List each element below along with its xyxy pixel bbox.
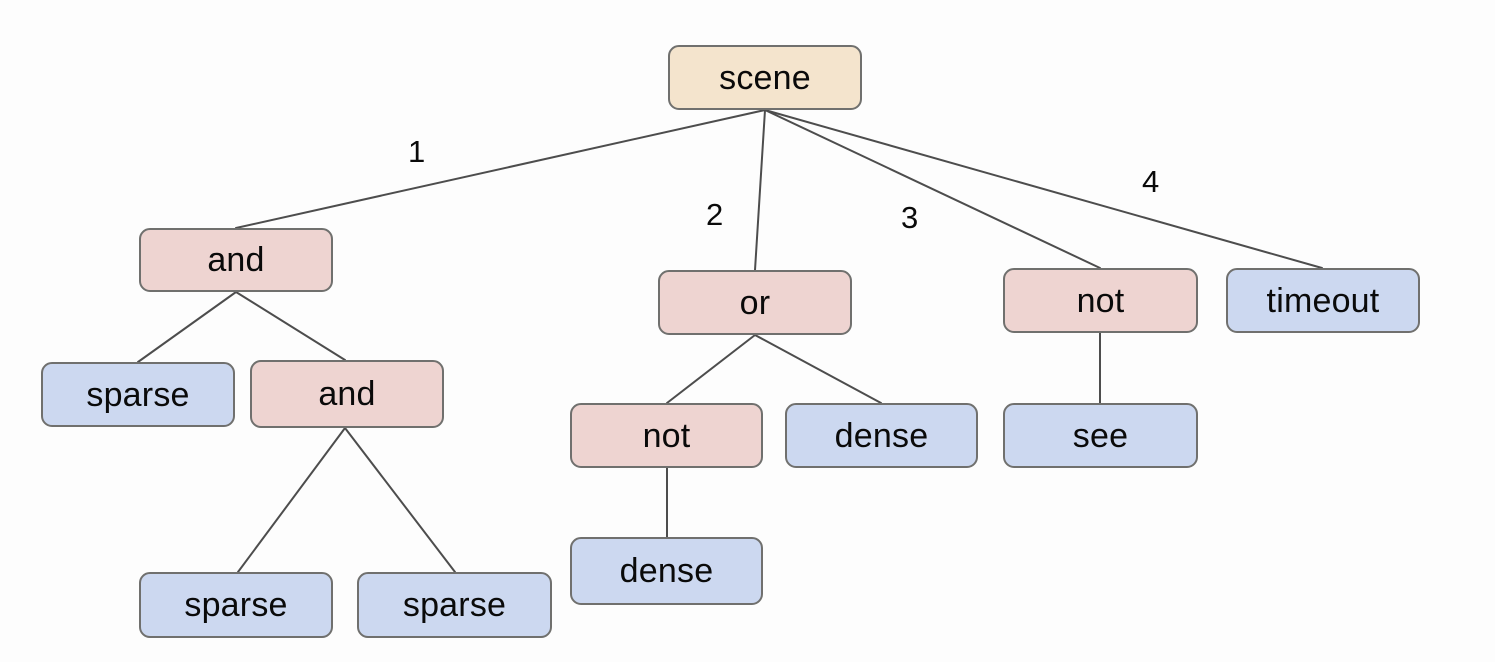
tree-node-see1[interactable]: see [1003,403,1198,468]
edge-label-3: 3 [901,200,919,235]
tree-edge-scene-to-not2 [764,109,1101,269]
tree-node-scene[interactable]: scene [668,45,862,110]
tree-node-label: sparse [184,586,288,624]
edge-label-1: 1 [408,134,426,169]
tree-node-label: timeout [1266,281,1380,320]
tree-node-label: not [642,416,691,455]
tree-edge-scene-to-timeout1 [764,109,1323,269]
tree-edge-and1-to-sparse1 [137,291,237,363]
tree-edge-and2-to-sparse3 [344,427,456,573]
tree-node-or1[interactable]: or [658,270,852,335]
tree-edge-and1-to-and2 [235,291,346,361]
tree-node-label: sparse [86,375,190,414]
edge-label-4: 4 [1142,164,1160,199]
tree-node-sparse3[interactable]: sparse [357,572,552,638]
tree-node-label: see [1072,416,1129,455]
tree-node-timeout1[interactable]: timeout [1226,268,1420,333]
tree-node-label: or [739,283,771,322]
tree-node-label: dense [834,416,929,455]
tree-node-and2[interactable]: and [250,360,444,428]
edge-label-2: 2 [706,197,724,232]
tree-edge-and2-to-sparse2 [237,427,346,573]
tree-node-label: sparse [402,586,507,624]
tree-edge-scene-to-and1 [235,109,766,229]
tree-node-label: dense [619,552,714,590]
tree-node-label: scene [719,58,811,97]
tree-edge-or1-to-not1 [666,334,756,404]
tree-node-and1[interactable]: and [139,228,333,292]
tree-node-not1[interactable]: not [570,403,763,468]
tree-node-label: not [1076,281,1125,320]
tree-node-sparse2[interactable]: sparse [139,572,333,638]
tree-node-label: and [207,241,265,279]
tree-node-dense1[interactable]: dense [785,403,978,468]
tree-node-sparse1[interactable]: sparse [41,362,235,427]
tree-edge-scene-to-or1 [754,109,766,271]
tree-node-label: and [318,375,376,413]
tree-edge-or1-to-dense1 [754,334,882,404]
tree-node-not2[interactable]: not [1003,268,1198,333]
tree-node-dense2[interactable]: dense [570,537,763,605]
